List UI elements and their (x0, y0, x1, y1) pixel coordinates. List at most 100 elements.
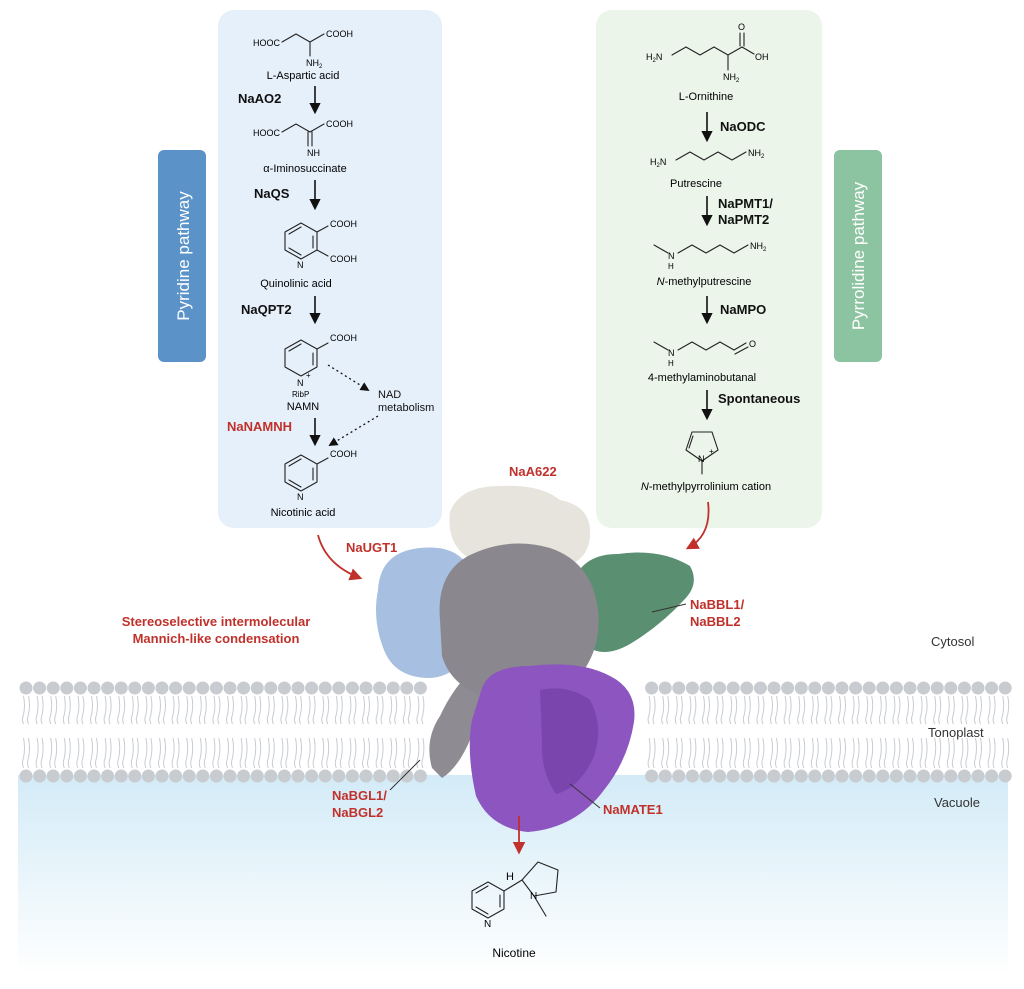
lipid-tail (258, 695, 262, 725)
lipid-head (808, 681, 822, 695)
lipid-head (930, 681, 944, 695)
lipid-tail (176, 737, 180, 769)
lipid-tail (802, 695, 806, 725)
lipid-tail (158, 737, 161, 769)
lipid-tail (402, 737, 406, 769)
lipid-tail (679, 695, 683, 725)
lipid-tail (163, 737, 166, 769)
lipid-head (400, 769, 414, 783)
lipid-head (767, 769, 781, 783)
lipid-tail (992, 695, 996, 725)
lipid-tail (198, 737, 202, 769)
lipid-head (141, 769, 155, 783)
lipid-tail (122, 737, 126, 769)
atom-cooh-4: COOH (330, 254, 357, 264)
lipid-tail (103, 695, 107, 725)
lipid-tail (402, 695, 406, 725)
lipid-tail (878, 737, 882, 769)
lipid-tail (1001, 695, 1005, 725)
compound-nicotinic-acid: Nicotinic acid (271, 507, 336, 519)
lipid-tail (190, 695, 194, 725)
lipid-tail (761, 695, 765, 725)
lipid-head (767, 681, 781, 695)
lipid-tail (797, 695, 801, 725)
lipid-tail (239, 737, 243, 769)
atom-nh2-4: NH2 (750, 241, 767, 253)
atom-h2n-2: H2N (650, 157, 666, 169)
atom-hooc-2: HOOC (253, 128, 281, 138)
label-nabbl1: NaBBL1/ (690, 597, 745, 612)
lipid-head (876, 681, 890, 695)
lipid-tail (339, 695, 343, 725)
lipid-tail (158, 695, 161, 725)
lipid-tail (946, 695, 950, 725)
lipid-tail (190, 737, 194, 769)
label-naugt1: NaUGT1 (346, 540, 397, 555)
lipid-head (250, 769, 264, 783)
lipid-head (699, 769, 713, 783)
atom-h-3: H (506, 871, 514, 883)
lipid-tail (802, 737, 806, 769)
lipid-tail (90, 737, 93, 769)
lipid-tail (416, 695, 420, 725)
lipid-tail (693, 695, 697, 725)
lipid-tail (770, 737, 773, 769)
lipid-tail (666, 737, 670, 769)
lipid-head (386, 681, 400, 695)
lipid-tail (54, 695, 58, 725)
lipid-tail (878, 695, 882, 725)
lipid-head (345, 681, 359, 695)
lipid-tail (883, 695, 887, 725)
lipid-tail (67, 695, 71, 725)
enzyme-naao2: NaAO2 (238, 91, 281, 106)
lipid-tail (924, 695, 928, 725)
lipid-head (998, 769, 1012, 783)
lipid-tail (838, 737, 841, 769)
atom-n-6: N (484, 919, 491, 930)
lipid-head (645, 681, 659, 695)
central-grey-subunit (439, 543, 599, 702)
label-cytosol: Cytosol (931, 634, 974, 649)
lipid-tail (761, 737, 765, 769)
lipid-tail (674, 737, 678, 769)
lipid-head (917, 681, 931, 695)
lipid-head (291, 769, 305, 783)
methylaminobutanal-structure: N H O (653, 339, 756, 368)
lipid-head (19, 681, 33, 695)
enzyme-naodc: NaODC (720, 119, 766, 134)
lipid-tail (770, 695, 773, 725)
lipid-tail (933, 737, 937, 769)
lipid-tail (951, 737, 955, 769)
lipid-tail (90, 695, 93, 725)
lipid-head (672, 681, 686, 695)
lipid-head (46, 681, 60, 695)
atom-nh: NH (307, 148, 320, 158)
lipid-head (985, 769, 999, 783)
lipid-tail (707, 695, 710, 725)
lipid-tail (992, 737, 996, 769)
atom-nh2: NH2 (306, 58, 323, 70)
lipid-tail (27, 695, 30, 725)
lipid-head (182, 681, 196, 695)
lipid-tail (856, 737, 860, 769)
atom-plus: + (306, 371, 311, 380)
lipid-tail (1006, 737, 1010, 769)
lipid-tail (747, 695, 751, 725)
lipid-head (209, 769, 223, 783)
lipid-head (821, 681, 835, 695)
lipid-head (930, 769, 944, 783)
lipid-head (862, 769, 876, 783)
lipid-tail (810, 737, 814, 769)
lipid-tail (647, 737, 651, 769)
lipid-tail (407, 737, 411, 769)
lipid-head (264, 769, 278, 783)
lipid-tail (987, 737, 991, 769)
atom-oh: OH (755, 52, 769, 62)
lipid-tail (321, 695, 325, 725)
lipid-tail (946, 737, 950, 769)
lipid-head (658, 681, 672, 695)
lipid-head (849, 681, 863, 695)
lipid-tail (906, 737, 909, 769)
lipid-head (101, 681, 115, 695)
lipid-tail (919, 737, 923, 769)
